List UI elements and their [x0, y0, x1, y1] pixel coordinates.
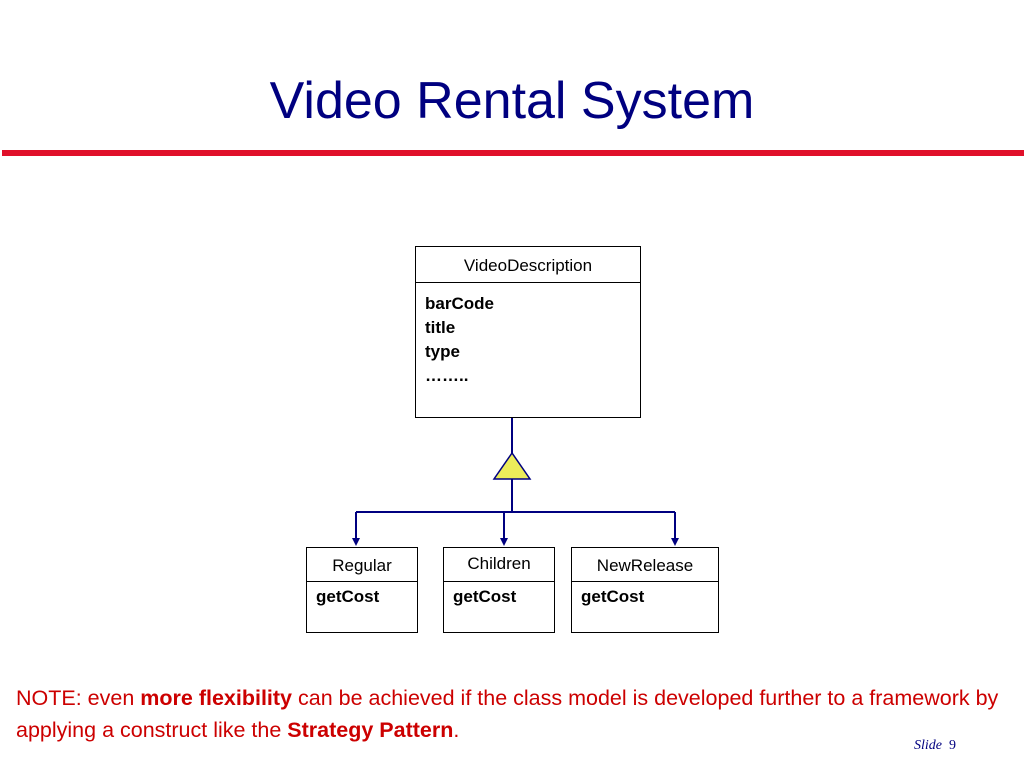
generalization-triangle	[492, 451, 532, 480]
note-emphasis: more flexibility	[140, 686, 293, 710]
arrowhead-newrelease	[671, 538, 679, 546]
class-name: NewRelease	[596, 556, 694, 575]
class-regular: Regular getCost	[306, 547, 418, 633]
slide-number: Slide 9	[914, 738, 956, 754]
class-header-divider	[416, 282, 640, 283]
note-part: .	[453, 718, 460, 742]
title-underline	[2, 150, 1024, 156]
arrowhead-regular	[352, 538, 360, 546]
note-part: can be achieved if the class model is de…	[16, 686, 999, 742]
note-part: NOTE: even	[16, 686, 141, 710]
attribute-item: title	[425, 318, 456, 337]
class-method: getCost	[316, 587, 380, 606]
attribute-item: ……..	[425, 366, 469, 385]
attribute-item: type	[425, 342, 460, 361]
class-attributes: barCode title type ……..	[425, 292, 494, 388]
attribute-item: barCode	[425, 294, 494, 313]
note-emphasis: Strategy Pattern	[287, 718, 454, 742]
class-name: Children	[467, 554, 531, 573]
slide-number-value: 9	[949, 738, 956, 753]
class-videodescription: VideoDescription barCode title type ……..	[415, 246, 641, 418]
slide-label: Slide	[914, 738, 942, 753]
class-header-divider	[444, 581, 554, 582]
class-name: Regular	[332, 556, 392, 575]
arrowhead-children	[500, 538, 508, 546]
class-newrelease: NewRelease getCost	[571, 547, 719, 633]
class-method: getCost	[581, 587, 645, 606]
class-name: VideoDescription	[463, 256, 593, 275]
note-text: NOTE: even more flexibility can be achie…	[16, 682, 1006, 746]
class-header-divider	[307, 581, 417, 582]
class-children: Children getCost	[443, 547, 555, 633]
class-header-divider	[572, 581, 718, 582]
slide-title: Video Rental System	[269, 72, 755, 130]
class-method: getCost	[453, 587, 517, 606]
